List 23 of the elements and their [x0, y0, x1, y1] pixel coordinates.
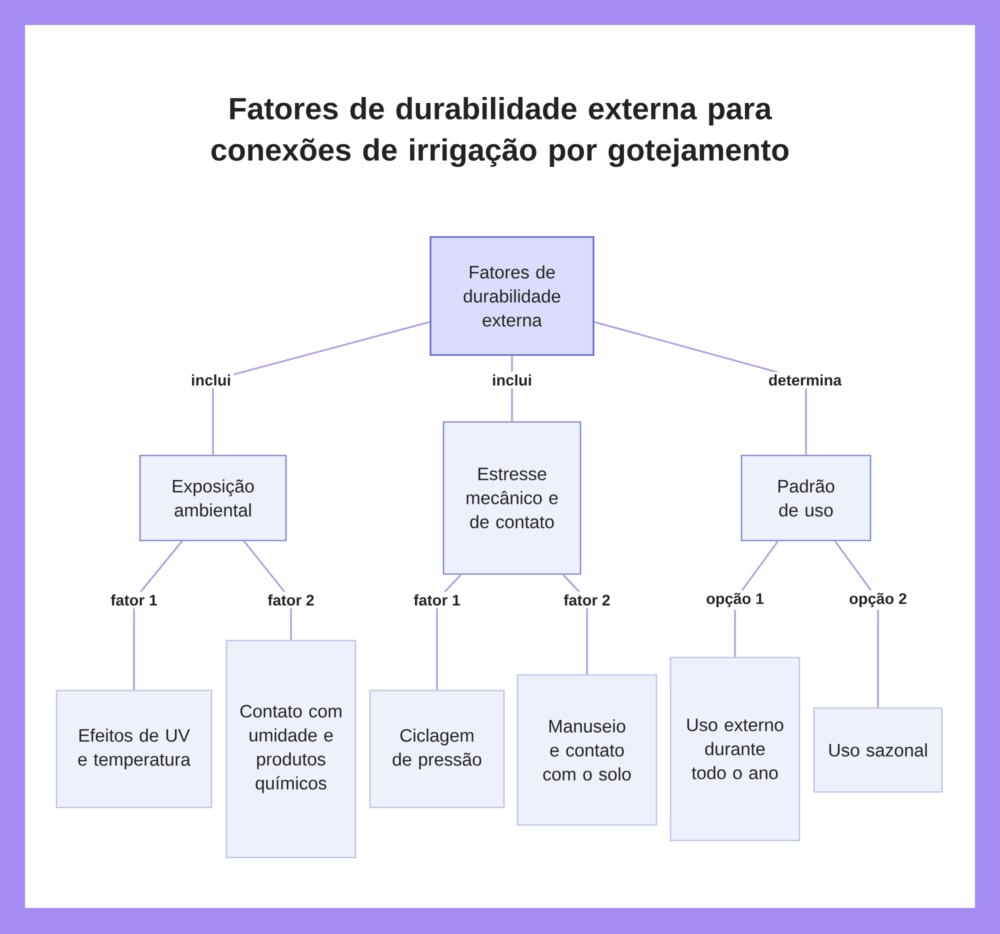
edge-label: fator 1 [108, 592, 160, 608]
edge-label: fator 1 [410, 592, 464, 608]
connector-line [212, 321, 430, 455]
edge-label: opção 2 [846, 590, 910, 610]
concept-box: Uso externo durante todo o ano [670, 656, 800, 842]
concept-box: Contato com umidade e produtos químicos [226, 640, 356, 858]
connector-line [133, 540, 183, 690]
concept-box: Ciclagem de pressão [369, 690, 505, 808]
concept-box: Fatores de durabilidade externa [430, 236, 594, 356]
concept-box: Uso sazonal [813, 707, 943, 793]
edge-label: inclui [188, 372, 234, 388]
concept-box: Exposição ambiental [139, 454, 287, 542]
concept-box: Efeitos de UV e temperatura [56, 690, 212, 808]
concept-box: Padrão de uso [740, 454, 872, 542]
edge-label: determina [766, 372, 844, 388]
edge-label: fator 2 [560, 592, 614, 608]
concept-box: Estresse mecânico e de contato [442, 421, 582, 575]
edge-label: inclui [489, 372, 535, 388]
title: Fatores de durabilidade externa para conexões de irrigação por gotejamento [212, 96, 788, 168]
connector-line [834, 540, 879, 708]
edge-label: fator 2 [264, 592, 318, 608]
concept-box: Manuseio e contato com o solo [516, 674, 658, 826]
edge-label: opção 1 [703, 590, 767, 610]
